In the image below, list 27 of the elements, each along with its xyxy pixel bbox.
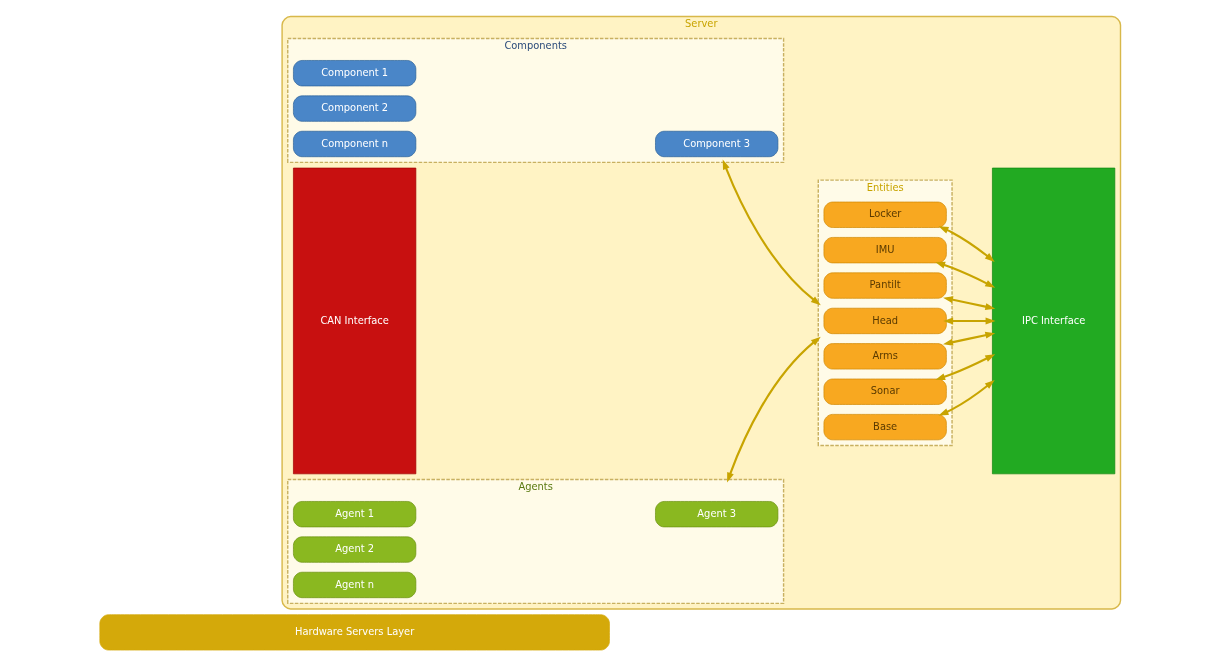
node-box: Component n (292, 130, 416, 158)
node-box: Pantilt (823, 272, 947, 299)
node-box: Agent n (292, 571, 416, 599)
node-box: Agent 2 (292, 536, 416, 563)
arrow (726, 336, 821, 483)
node-box: Component 1 (292, 60, 416, 87)
arrow (934, 261, 995, 288)
node-box: IPC Interface (991, 167, 1115, 475)
node-box: Head (823, 307, 947, 335)
node-box: Hardware Servers Layer (98, 614, 610, 651)
node-box: CAN Interface (292, 167, 416, 475)
arrow (934, 354, 995, 381)
node-box: Agent 1 (292, 501, 416, 528)
arrow (942, 317, 995, 325)
node-box: Agent 3 (654, 501, 778, 528)
node-box: Arms (823, 343, 947, 370)
node-box: Component 2 (292, 95, 416, 122)
node-box: Base (823, 414, 947, 441)
arrow (938, 226, 995, 262)
node-box: Sonar (823, 378, 947, 405)
node-box: Locker (823, 201, 947, 228)
arrow (942, 296, 995, 311)
arrow (938, 379, 995, 416)
arrow (722, 159, 821, 306)
node-box: IMU (823, 237, 947, 264)
node-box: Component 3 (654, 130, 778, 158)
arrow (942, 331, 995, 346)
